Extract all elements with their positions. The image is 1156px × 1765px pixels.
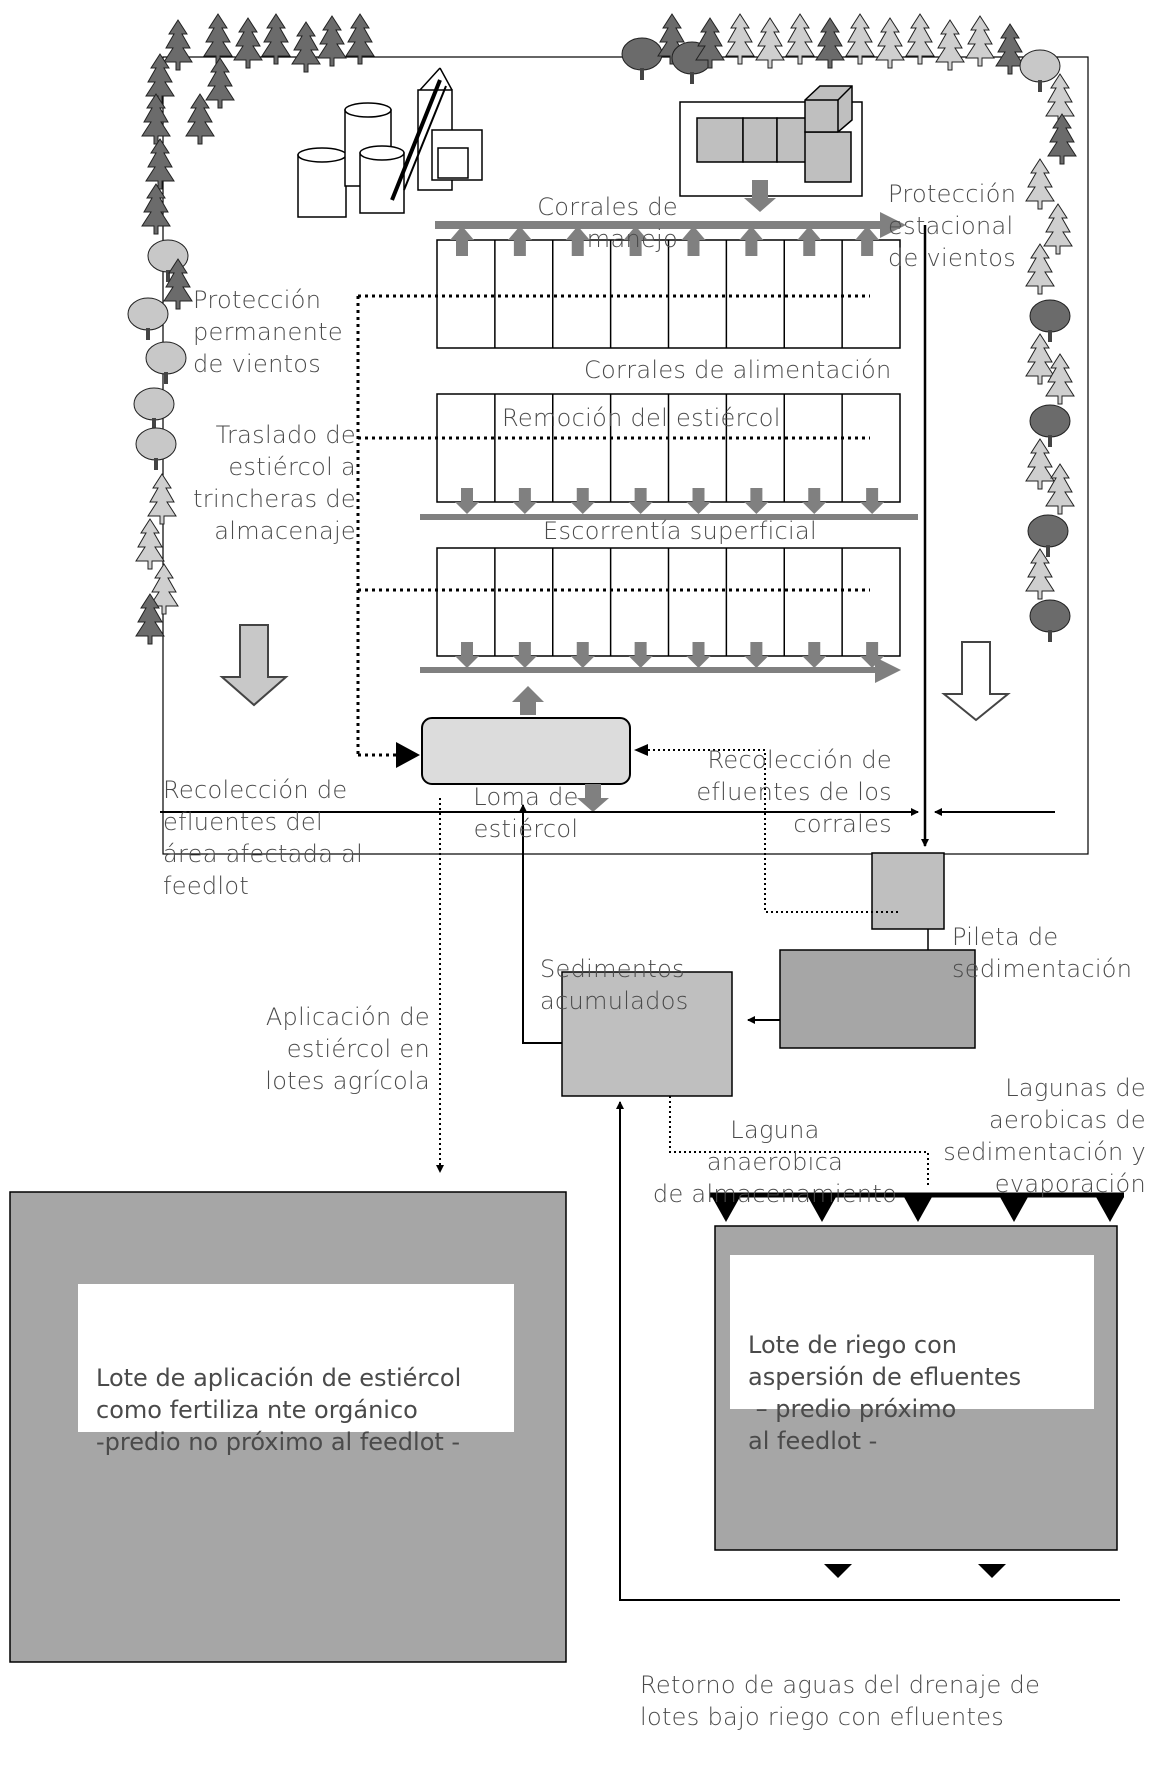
runoff-down-arrow — [744, 488, 769, 514]
tree-column-right — [1025, 73, 1077, 643]
loma-down-arrow — [577, 784, 609, 812]
manure-to-loma-arrowhead — [396, 742, 420, 768]
feed-up-arrow — [855, 226, 880, 256]
feed-up-arrow — [623, 226, 648, 256]
manure-transfer-lines — [356, 294, 870, 757]
anaerobica-to-riego-dotted — [669, 1096, 929, 1185]
runoff-down-arrow — [570, 488, 595, 514]
feed-up-arrow — [450, 226, 474, 256]
retorno-line — [616, 1101, 1120, 1601]
feed-up-arrow — [739, 226, 764, 256]
label-corrales-alimentacion: Corrales de alimentación — [584, 356, 892, 384]
runoff-down-arrow — [802, 642, 827, 668]
feeding-corral-rows — [436, 239, 901, 657]
runoff-down-arrow — [686, 642, 711, 668]
feed-up-arrow — [681, 226, 706, 256]
pileta-to-loma-dotted — [642, 749, 898, 913]
handling-down-arrow — [744, 180, 776, 212]
runoff-down-arrow — [512, 642, 537, 668]
drainage-marks — [824, 1564, 1006, 1578]
sprinklers — [712, 1197, 1124, 1222]
tree-row-top-right — [621, 13, 1061, 93]
runoff-down-arrow — [628, 488, 653, 514]
up-arrows — [450, 226, 880, 256]
runoff-down-arrow — [570, 642, 595, 668]
runoff-down-arrow — [686, 488, 711, 514]
runoff-down-arrow — [455, 488, 479, 514]
feed-up-arrow — [507, 226, 532, 256]
sediments-return-line — [519, 804, 562, 1044]
runoff-down-arrow — [455, 642, 479, 668]
runoff-down-arrow — [744, 642, 769, 668]
pileta-sedimentacion-box — [871, 852, 945, 930]
loma-up-arrow — [512, 686, 544, 715]
label-escorrentia: Escorrentía superficial — [543, 517, 817, 545]
handling-corrals — [679, 85, 863, 197]
runoff-down-arrow — [860, 488, 885, 514]
area-collection-big-arrow — [219, 624, 289, 707]
runoff-down-arrow — [802, 488, 827, 514]
right-big-arrow — [941, 641, 1011, 722]
label-remocion: Remoción del estiércol — [502, 404, 781, 432]
tree-row-top-left — [163, 13, 375, 145]
down-arrows — [455, 488, 885, 668]
feed-mill — [297, 67, 483, 218]
feed-up-arrow — [565, 226, 590, 256]
runoff-down-arrow — [628, 642, 653, 668]
lagunas-aerobicas-box — [779, 949, 976, 1049]
loma-estiercol-box — [421, 717, 631, 785]
runoff-down-arrow — [512, 488, 537, 514]
laguna-anaerobica-box — [561, 971, 733, 1097]
feed-up-arrow — [797, 226, 822, 256]
